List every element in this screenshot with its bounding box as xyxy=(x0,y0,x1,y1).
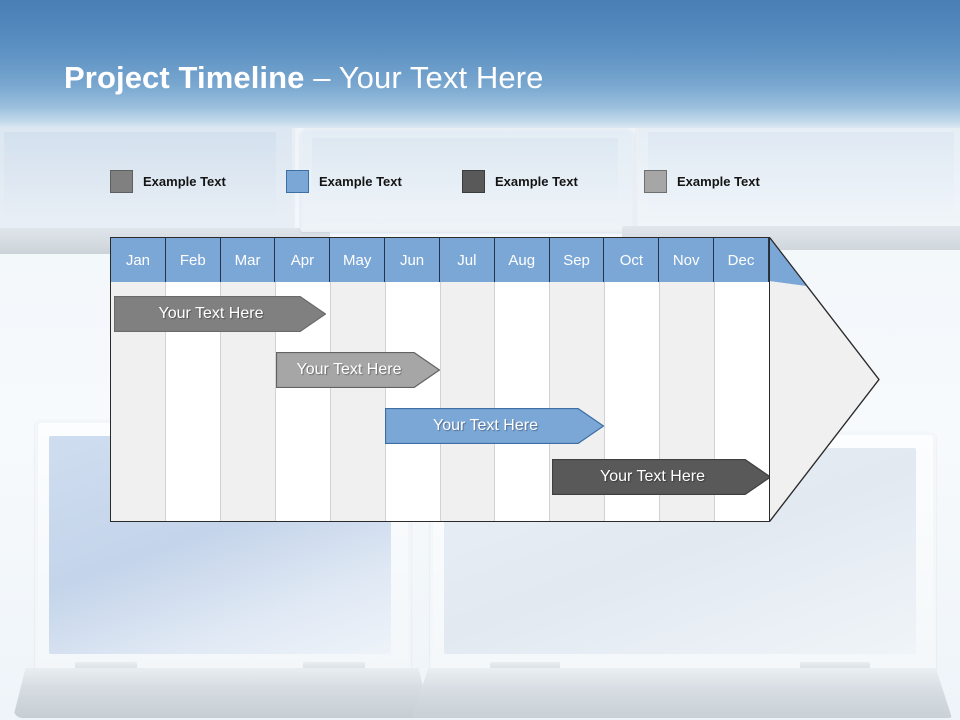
legend-item-2[interactable]: Example Text xyxy=(286,170,402,193)
month-cell-apr[interactable]: Apr xyxy=(275,238,331,282)
laptop-screen xyxy=(648,132,954,216)
page-title-bold: Project Timeline xyxy=(64,60,305,95)
laptop-hinge-right xyxy=(303,662,365,669)
timeline-bar-3[interactable]: Your Text Here xyxy=(385,408,604,444)
month-cell-nov[interactable]: Nov xyxy=(659,238,715,282)
legend-label-4: Example Text xyxy=(677,174,760,189)
timeline-bar-label-3: Your Text Here xyxy=(433,417,538,434)
timeline-bar-label-1: Your Text Here xyxy=(158,305,264,322)
laptop-base xyxy=(13,668,431,718)
legend-swatch-4 xyxy=(644,170,667,193)
legend-swatch-3 xyxy=(462,170,485,193)
legend-label-3: Example Text xyxy=(495,174,578,189)
legend-swatch-1 xyxy=(110,170,133,193)
month-cell-jun[interactable]: Jun xyxy=(385,238,440,282)
legend-item-3[interactable]: Example Text xyxy=(462,170,578,193)
month-cell-aug[interactable]: Aug xyxy=(495,238,550,282)
month-cell-dec[interactable]: Dec xyxy=(714,238,769,282)
timeline-bar-1[interactable]: Your Text Here xyxy=(114,296,326,332)
background-laptop-back-right xyxy=(622,122,960,250)
column-stripe-jul xyxy=(440,238,496,521)
timeline-bar-label-4: Your Text Here xyxy=(600,468,705,485)
timeline-bar-2[interactable]: Your Text Here xyxy=(276,352,440,388)
timeline-bar-4[interactable]: Your Text Here xyxy=(552,459,770,495)
page-title-rest: – Your Text Here xyxy=(304,60,544,95)
legend-label-2: Example Text xyxy=(319,174,402,189)
legend-swatch-2 xyxy=(286,170,309,193)
legend-label-1: Example Text xyxy=(143,174,226,189)
laptop-hinge-left xyxy=(75,662,137,669)
laptop-base xyxy=(412,668,952,718)
column-stripe-jan xyxy=(111,238,166,521)
month-cell-mar[interactable]: Mar xyxy=(221,238,276,282)
month-cell-sep[interactable]: Sep xyxy=(550,238,605,282)
month-cell-oct[interactable]: Oct xyxy=(604,238,660,282)
laptop-hinge-right xyxy=(800,662,870,669)
month-cell-jul[interactable]: Jul xyxy=(440,238,495,282)
timeline-bar-label-2: Your Text Here xyxy=(296,361,402,378)
column-stripe-mar xyxy=(220,238,276,521)
legend: Example Text Example Text Example Text Exam… xyxy=(110,170,810,194)
column-stripe-feb xyxy=(165,238,221,521)
legend-item-1[interactable]: Example Text xyxy=(110,170,226,193)
laptop-screen xyxy=(4,132,276,218)
column-stripe-aug xyxy=(495,238,551,521)
laptop-hinge-left xyxy=(490,662,560,669)
month-cell-jan[interactable]: Jan xyxy=(111,238,166,282)
page-title: Project Timeline – Your Text Here xyxy=(64,60,543,96)
title-band xyxy=(0,0,960,128)
legend-item-4[interactable]: Example Text xyxy=(644,170,760,193)
month-cell-may[interactable]: May xyxy=(330,238,386,282)
month-cell-feb[interactable]: Feb xyxy=(166,238,221,282)
